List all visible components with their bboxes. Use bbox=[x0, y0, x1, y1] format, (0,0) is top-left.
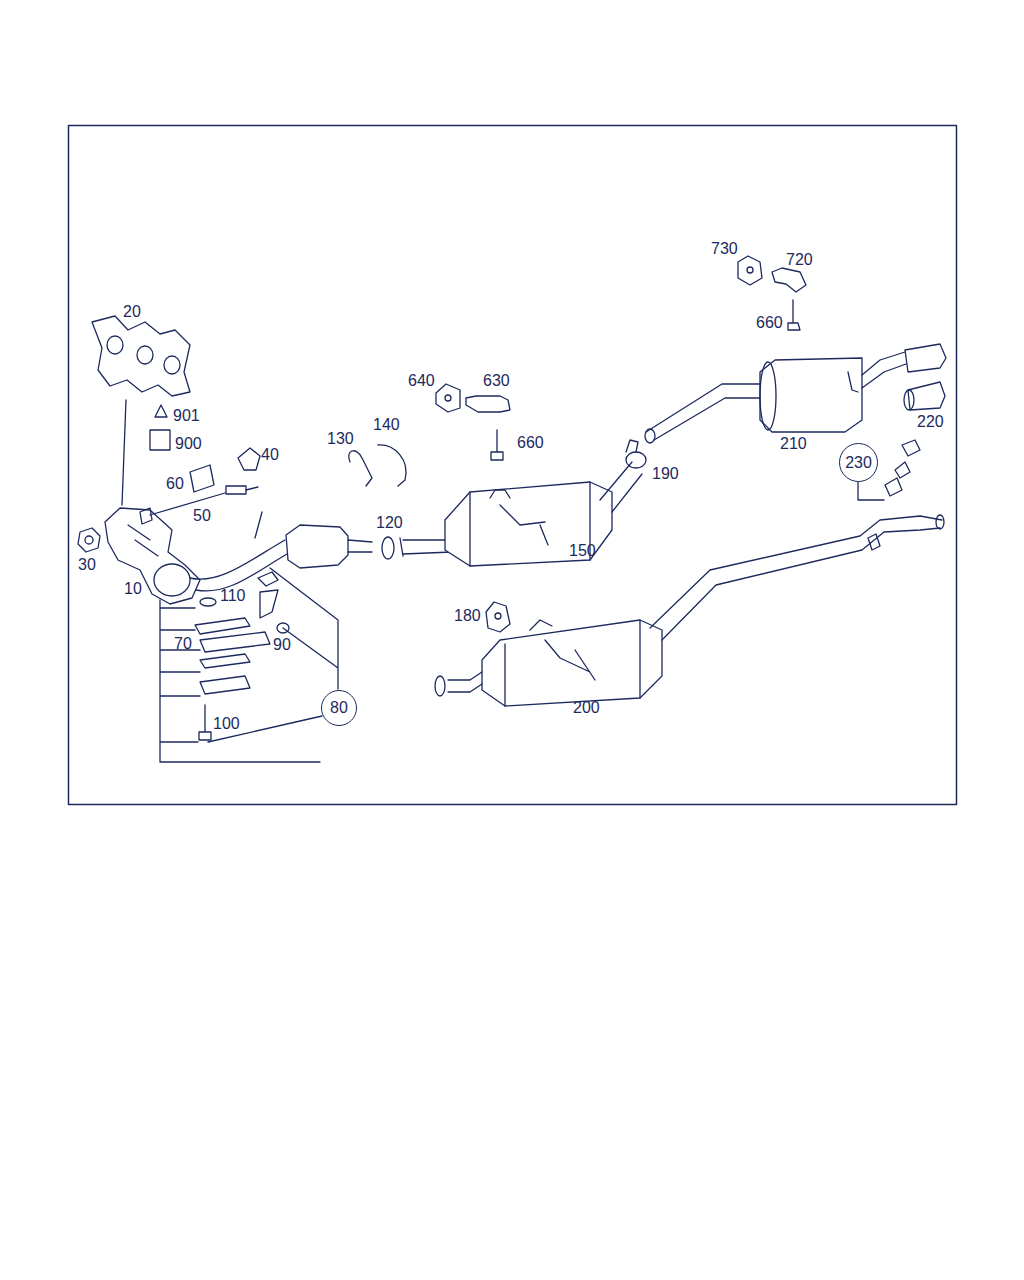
callout-number: 40 bbox=[261, 447, 279, 463]
callout-number: 900 bbox=[175, 436, 202, 452]
callout-number: 190 bbox=[652, 466, 679, 482]
callout-number: 230 bbox=[845, 455, 872, 471]
callout-number: 80 bbox=[330, 700, 348, 716]
callout-number: 730 bbox=[711, 241, 738, 257]
callout-number: 20 bbox=[123, 304, 141, 320]
callout-number: 110 bbox=[220, 588, 246, 604]
callout-number: 660 bbox=[756, 315, 783, 331]
callout-number: 60 bbox=[166, 476, 184, 492]
callout-number: 660 bbox=[517, 435, 544, 451]
callout-number: 630 bbox=[483, 373, 510, 389]
callout-circle: 230 bbox=[839, 443, 878, 482]
callout-number: 180 bbox=[454, 608, 481, 624]
callout-number: 10 bbox=[124, 581, 142, 597]
callout-number: 50 bbox=[193, 508, 211, 524]
callout-number: 640 bbox=[408, 373, 435, 389]
callout-number: 200 bbox=[573, 700, 600, 716]
callout-number: 30 bbox=[78, 557, 96, 573]
callout-number: 210 bbox=[780, 436, 807, 452]
callout-circle: 80 bbox=[321, 690, 357, 726]
callout-number: 100 bbox=[213, 716, 240, 732]
callout-number: 90 bbox=[273, 637, 291, 653]
callout-number: 901 bbox=[173, 408, 200, 424]
callout-number: 150 bbox=[569, 543, 596, 559]
callout-number: 70 bbox=[174, 636, 192, 652]
callout-number: 220 bbox=[917, 414, 944, 430]
callout-number: 720 bbox=[786, 252, 813, 268]
callout-number: 120 bbox=[376, 515, 403, 531]
callout-number: 140 bbox=[373, 417, 400, 433]
callout-number: 130 bbox=[327, 431, 354, 447]
